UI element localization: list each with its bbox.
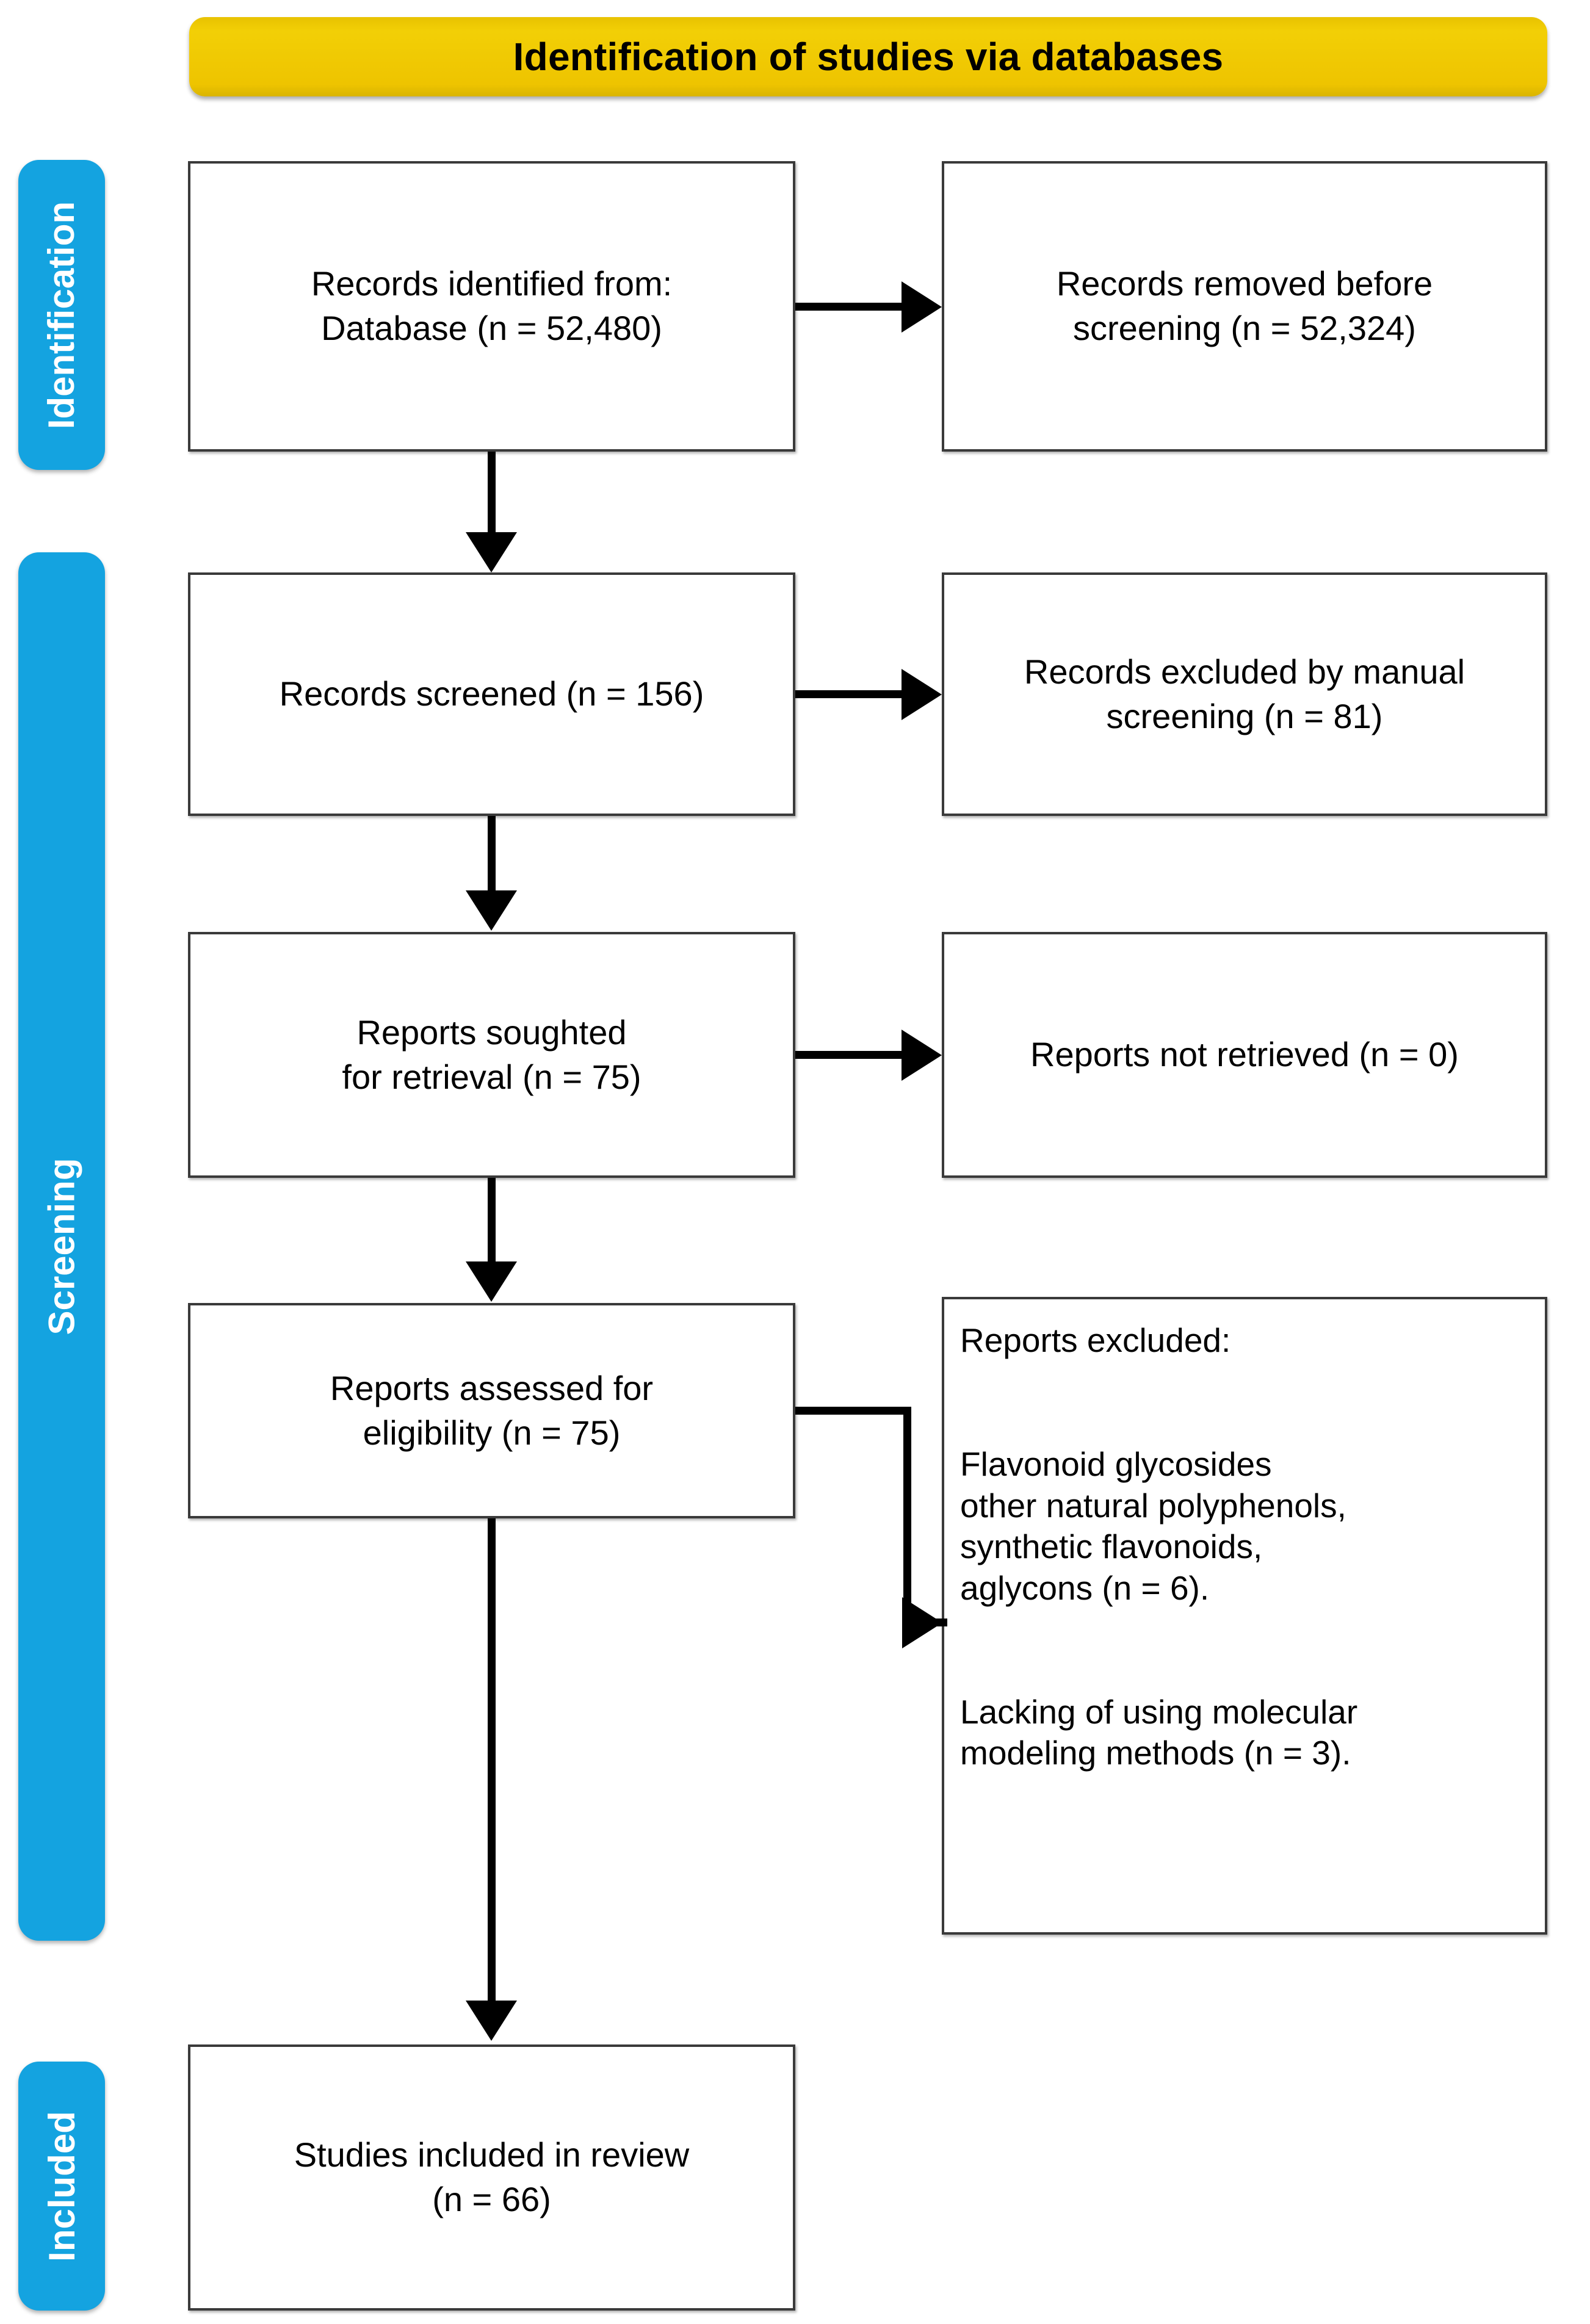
page-title: Identification of studies via databases [513, 35, 1224, 79]
stage-label-identification-text: Identification [41, 201, 82, 429]
arrow-right-icon [902, 1597, 942, 1648]
stage-label-screening-text: Screening [41, 1158, 82, 1335]
node-records-removed: Records removed before screening (n = 52… [942, 161, 1547, 452]
connector-screened-to-sought [488, 816, 496, 897]
connector-sought-to-not-retrieved [795, 1051, 904, 1059]
node-reports-assessed: Reports assessed for eligibility (n = 75… [188, 1303, 795, 1518]
connector-assessed-to-included [488, 1518, 496, 2007]
arrow-right-icon [902, 281, 942, 333]
arrow-right-icon [902, 669, 942, 720]
node-studies-included: Studies included in review (n = 66) [188, 2044, 795, 2311]
node-reports-sought-text: Reports soughted for retrieval (n = 75) [342, 1012, 641, 1096]
node-records-excluded-manual-text: Records excluded by manual screening (n … [1024, 652, 1465, 735]
connector-assessed-to-excluded-segment-1 [795, 1407, 911, 1415]
node-reports-sought: Reports soughted for retrieval (n = 75) [188, 932, 795, 1178]
node-records-identified-text: Records identified from: Database (n = 5… [311, 264, 673, 347]
stage-label-screening: Screening [18, 552, 105, 1941]
stage-label-included: Included [18, 2062, 105, 2311]
node-reports-excluded-text: Reports excluded: Flavonoid glycosides o… [960, 1321, 1358, 1772]
node-reports-assessed-text: Reports assessed for eligibility (n = 75… [330, 1368, 654, 1452]
node-reports-excluded: Reports excluded: Flavonoid glycosides o… [942, 1297, 1547, 1935]
arrow-down-icon [466, 2001, 517, 2041]
arrow-right-icon [902, 1030, 942, 1081]
arrow-down-icon [466, 1261, 517, 1302]
connector-sought-to-assessed [488, 1178, 496, 1268]
stage-label-included-text: Included [41, 2110, 82, 2262]
node-studies-included-text: Studies included in review (n = 66) [294, 2135, 690, 2218]
node-records-screened: Records screened (n = 156) [188, 572, 795, 816]
connector-identified-to-removed [795, 303, 904, 311]
node-records-excluded-manual: Records excluded by manual screening (n … [942, 572, 1547, 816]
diagram-title-banner: Identification of studies via databases [189, 17, 1547, 96]
arrow-down-icon [466, 532, 517, 572]
connector-screened-to-excluded [795, 690, 904, 698]
node-records-removed-text: Records removed before screening (n = 52… [1056, 264, 1433, 347]
connector-identified-to-screened [488, 452, 496, 538]
arrow-down-icon [466, 890, 517, 931]
connector-assessed-to-excluded-segment-2 [903, 1407, 911, 1626]
stage-label-identification: Identification [18, 160, 105, 470]
node-records-screened-text: Records screened (n = 156) [279, 674, 704, 713]
node-reports-not-retrieved: Reports not retrieved (n = 0) [942, 932, 1547, 1178]
node-records-identified: Records identified from: Database (n = 5… [188, 161, 795, 452]
node-reports-not-retrieved-text: Reports not retrieved (n = 0) [1030, 1035, 1459, 1074]
